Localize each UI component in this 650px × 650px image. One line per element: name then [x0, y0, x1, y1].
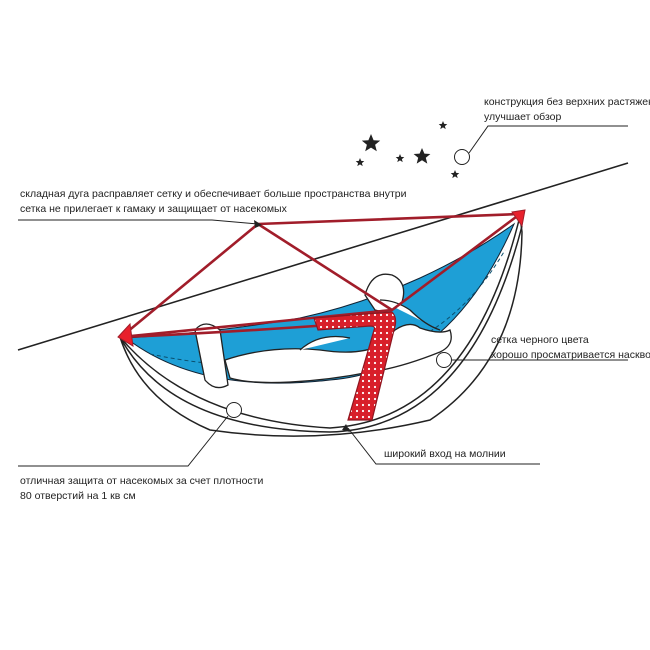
leader-bottom-left [18, 415, 229, 467]
zipper-entrance [313, 311, 397, 421]
leader-top-left [18, 219, 259, 225]
person-figure [194, 273, 452, 389]
callout-bottom-left-line1: отличная защита от насекомых за счет пло… [20, 475, 264, 487]
suspension-rope [17, 162, 629, 351]
callout-marker-circle [454, 149, 470, 165]
star-icon [395, 154, 405, 163]
star-icon [361, 134, 381, 152]
callout-marker-circle [226, 402, 242, 418]
callout-top-right-line1: конструкция без верхних растяжек [484, 96, 650, 108]
frame-end-left [117, 322, 134, 347]
star-icon [355, 158, 365, 167]
star-icon [413, 148, 431, 164]
hammock-outer-curve [119, 225, 523, 433]
star-icon [450, 170, 460, 179]
callout-bottom-left-line2: 80 отверстий на 1 кв см [20, 490, 136, 502]
callout-right-line1: сетка черного цвета [491, 334, 589, 346]
callout-top-right-line2: улучшает обзор [484, 111, 562, 123]
frame-end-right [511, 209, 526, 228]
callout-top-left: складная дуга расправляет сетку и обеспе… [20, 187, 406, 217]
leader-bottom-center [347, 427, 540, 465]
callout-right: сетка черного цвета хорошо просматривает… [491, 333, 650, 363]
stars [355, 121, 460, 179]
callout-leaders [18, 125, 628, 467]
callout-marker-circle [436, 352, 452, 368]
leader-top-right [468, 125, 628, 154]
hammock-body [119, 215, 523, 437]
leader-arrowhead-left [254, 220, 262, 228]
callout-top-right: конструкция без верхних растяжек улучшае… [484, 95, 650, 125]
callout-right-line2: хорошо просматривается насквозь [491, 349, 650, 361]
callout-top-left-line1: складная дуга расправляет сетку и обеспе… [20, 188, 407, 200]
callout-top-left-line2: сетка не прилегает к гамаку и защищает о… [20, 203, 287, 215]
leader-arrowhead-bottom [342, 424, 350, 432]
callout-bottom-center-line1: широкий вход на молнии [384, 448, 506, 460]
callout-bottom-center: широкий вход на молнии [384, 447, 506, 462]
callout-bottom-left: отличная защита от насекомых за счет пло… [20, 474, 263, 504]
star-icon [438, 121, 448, 130]
